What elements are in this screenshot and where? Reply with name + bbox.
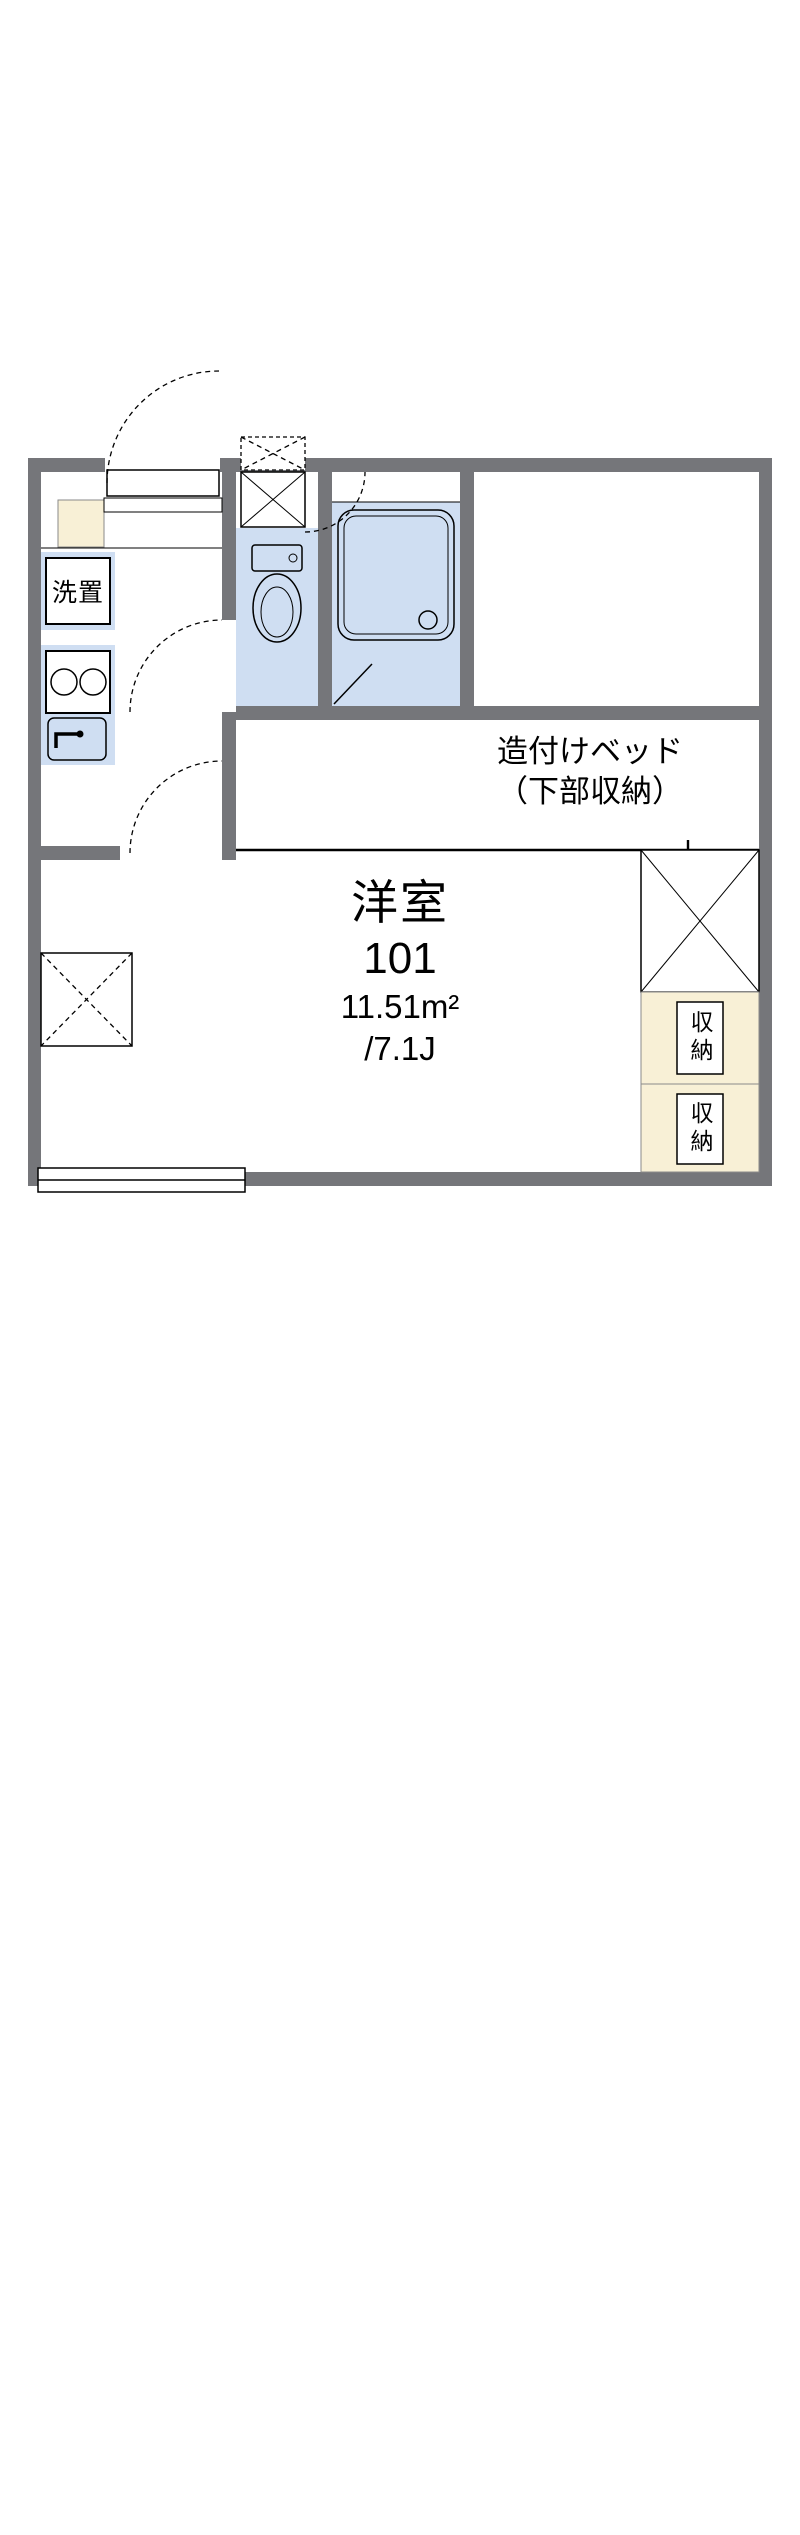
wall-room-top-left — [28, 846, 120, 860]
wall-hall-toilet-upper — [222, 472, 236, 620]
bottom-left-fixture — [40, 952, 133, 1047]
window-icon — [37, 1167, 246, 1193]
wall-bath-right — [460, 472, 474, 706]
bathtub-inner — [343, 515, 449, 635]
bathroom — [333, 509, 455, 705]
faucet-head-icon — [76, 730, 84, 738]
bath-counter — [332, 472, 460, 502]
toilet-bowl-inner — [260, 586, 294, 638]
stove-burner-icon — [50, 668, 78, 696]
room-door-swing-arc-icon — [129, 760, 223, 854]
small-door-swing-arc-icon — [304, 471, 366, 533]
built-in-bed-label: 造付けベッド （下部収納） — [420, 732, 760, 812]
sink-icon — [47, 717, 107, 761]
room-area-sqm: 11.51m² — [340, 988, 460, 1025]
wall-left — [28, 458, 41, 1186]
bath-drain-icon — [418, 610, 438, 630]
bathroom-fill — [332, 472, 460, 706]
wall-top-left — [28, 458, 105, 472]
toilet-bowl — [252, 573, 302, 643]
entrance-door-leaf — [106, 469, 220, 497]
pipe-space-diagonal — [240, 471, 306, 528]
room-area-jo: /7.1J — [364, 1030, 436, 1067]
shoe-cabinet — [57, 499, 105, 548]
stove-box — [45, 650, 111, 714]
shelf-diagonal — [640, 849, 760, 993]
washer-label: 洗置 — [51, 579, 104, 607]
washer-machine-box — [45, 557, 111, 625]
overhead-cabinet-diagonal — [240, 436, 306, 471]
closet-top-label: 収納 — [687, 1010, 713, 1066]
closet-top-label-box — [676, 1001, 724, 1075]
bathtub-icon — [337, 509, 455, 641]
pipe-space — [240, 436, 366, 533]
main-room-label: 洋室 101 11.51m² /7.1J — [240, 874, 560, 1070]
toilet-flush-button — [288, 553, 298, 563]
kitchen-unit — [45, 650, 111, 761]
fixture-diagonal — [40, 952, 133, 1047]
walls — [28, 458, 772, 1186]
toilet-tank — [251, 544, 303, 572]
entrance — [41, 370, 223, 549]
stove-burner-icon — [79, 668, 107, 696]
wall-top-right — [220, 458, 772, 472]
bed-label-line1: 造付けベッド — [497, 734, 683, 769]
toilet-room-fill — [236, 528, 318, 706]
wall-bed-top — [236, 706, 772, 720]
entrance-step — [103, 497, 223, 513]
bed-label-line2: （下部収納） — [497, 774, 683, 809]
bath-door-line — [333, 663, 373, 705]
room-number: 101 — [363, 934, 437, 983]
right-storage-column — [640, 849, 760, 1173]
toilet-icon — [251, 544, 303, 643]
toilet-door-swing-arc-icon — [129, 619, 223, 713]
room-name: 洋室 — [351, 876, 449, 929]
closet-bottom-label-box — [676, 1093, 724, 1165]
wall-right — [759, 458, 772, 1186]
faucet-icon — [54, 732, 80, 748]
entrance-door-swing-arc-icon — [106, 370, 220, 484]
closet-bottom-label: 収納 — [687, 1101, 713, 1157]
wall-toilet-bath — [318, 472, 332, 706]
wall-hall-toilet-lower — [222, 712, 236, 860]
